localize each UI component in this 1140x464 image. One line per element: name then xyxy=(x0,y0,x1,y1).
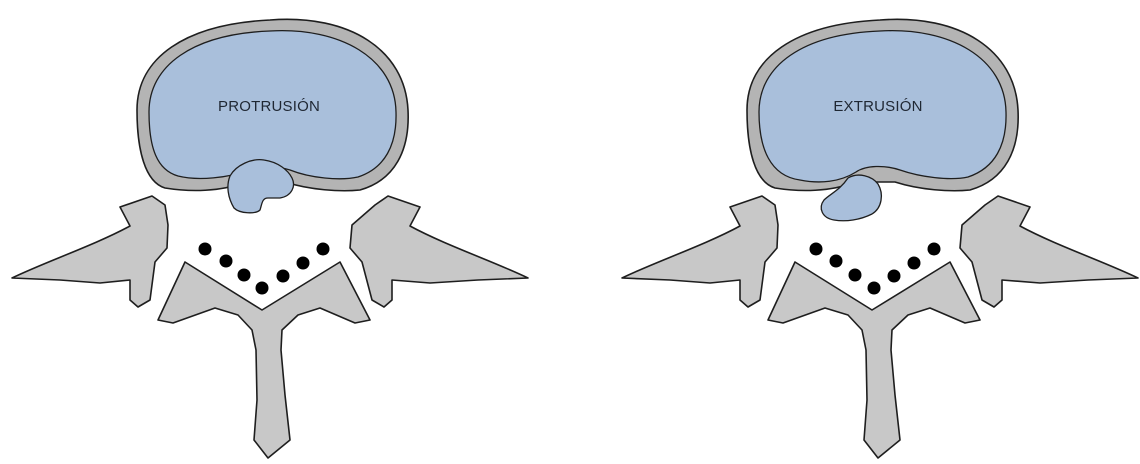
nerve-dot xyxy=(238,269,251,282)
vertebra-protrusion xyxy=(12,196,528,458)
protruded-disc-material xyxy=(228,160,294,213)
nerve-dot xyxy=(868,282,881,295)
right-transverse-process xyxy=(960,196,1138,307)
nerve-dot xyxy=(849,269,862,282)
nerve-dot xyxy=(277,270,290,283)
nerve-dot xyxy=(830,255,843,268)
extrusion-panel: EXTRUSIÓN xyxy=(622,19,1138,458)
intervertebral-disc-protrusion xyxy=(137,19,408,212)
nerve-dot xyxy=(888,270,901,283)
protrusion-label: PROTRUSIÓN xyxy=(218,98,320,115)
nerve-dot xyxy=(297,257,310,270)
nerve-dot xyxy=(928,243,941,256)
nerve-dot xyxy=(199,243,212,256)
right-transverse-process xyxy=(350,196,528,307)
nerve-dot xyxy=(220,255,233,268)
left-transverse-process xyxy=(12,196,168,307)
extrusion-label: EXTRUSIÓN xyxy=(833,98,922,115)
vertebra-extrusion xyxy=(622,196,1138,458)
protrusion-panel: PROTRUSIÓN xyxy=(12,19,528,458)
left-transverse-process xyxy=(622,196,778,307)
nerve-dot xyxy=(317,243,330,256)
nerve-dot xyxy=(810,243,823,256)
nerve-dot xyxy=(256,282,269,295)
nerve-dot xyxy=(908,257,921,270)
intervertebral-disc-extrusion xyxy=(747,19,1018,220)
